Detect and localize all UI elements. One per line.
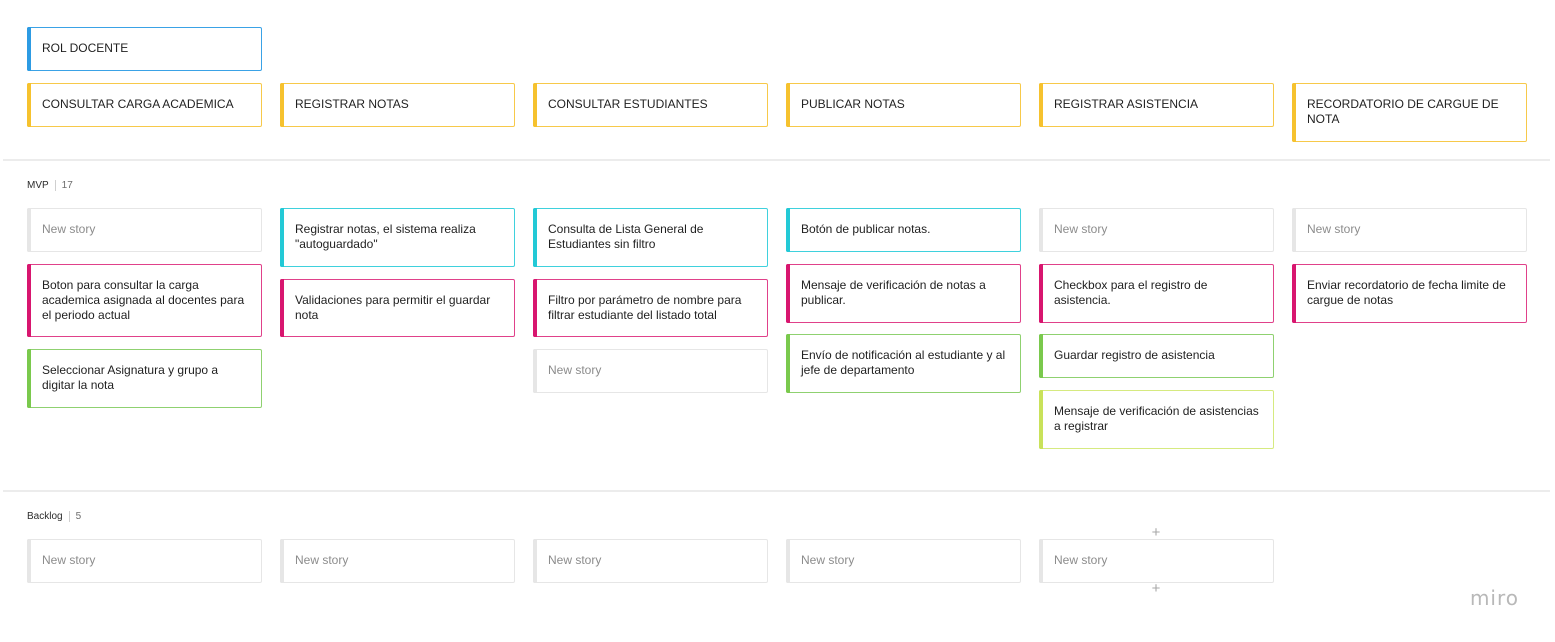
new-story-card[interactable]: New story — [533, 349, 768, 393]
lane-separator — [54, 180, 56, 191]
lane-divider-backlog — [3, 490, 1550, 492]
story-card[interactable]: Consulta de Lista General de Estudiantes… — [533, 208, 768, 267]
lane-count: 17 — [61, 180, 73, 191]
card-text: Envío de notificación al estudiante y al… — [801, 348, 1006, 377]
story-card[interactable]: Enviar recordatorio de fecha limite de c… — [1292, 264, 1527, 323]
new-story-card[interactable]: New story — [786, 539, 1021, 583]
story-card[interactable]: Checkbox para el registro de asistencia. — [1039, 264, 1274, 323]
new-story-card[interactable]: New story — [1039, 539, 1274, 583]
lane-separator — [68, 511, 70, 522]
activity-card-consultar-estudiantes[interactable]: CONSULTAR ESTUDIANTES — [533, 83, 768, 127]
story-card[interactable]: Validaciones para permitir el guardar no… — [280, 279, 515, 337]
card-text: Enviar recordatorio de fecha limite de c… — [1307, 278, 1506, 307]
new-story-card[interactable]: New story — [1292, 208, 1527, 252]
role-card-label: ROL DOCENTE — [42, 41, 129, 55]
activity-card-registrar-notas[interactable]: REGISTRAR NOTAS — [280, 83, 515, 127]
lane-name: Backlog — [27, 511, 63, 522]
lane-count: 5 — [75, 511, 82, 522]
card-text: Boton para consultar la carga academica … — [42, 278, 245, 322]
story-card[interactable]: Filtro por parámetro de nombre para filt… — [533, 279, 768, 337]
story-card[interactable]: Envío de notificación al estudiante y al… — [786, 334, 1021, 393]
story-card[interactable]: Botón de publicar notas. — [786, 208, 1021, 252]
new-story-card[interactable]: New story — [1039, 208, 1274, 252]
new-story-card[interactable]: New story — [280, 539, 515, 583]
add-card-below-icon[interactable]: + — [1151, 580, 1161, 597]
story-card[interactable]: Boton para consultar la carga academica … — [27, 264, 262, 337]
card-text: New story — [548, 363, 602, 377]
card-text: Guardar registro de asistencia — [1054, 348, 1215, 362]
activity-card-label: CONSULTAR CARGA ACADEMICA — [42, 97, 234, 111]
activity-card-publicar-notas[interactable]: PUBLICAR NOTAS — [786, 83, 1021, 127]
new-story-card[interactable]: New story — [27, 208, 262, 252]
card-text: New story — [548, 553, 602, 567]
card-text: Botón de publicar notas. — [801, 222, 931, 236]
activity-card-registrar-asistencia[interactable]: REGISTRAR ASISTENCIA — [1039, 83, 1274, 127]
card-text: New story — [1054, 553, 1108, 567]
story-card[interactable]: Mensaje de verificación de asistencias a… — [1039, 390, 1274, 449]
card-text: Mensaje de verificación de notas a publi… — [801, 278, 986, 307]
lane-divider-mvp — [3, 159, 1550, 161]
card-text: New story — [42, 222, 96, 236]
card-text: Validaciones para permitir el guardar no… — [295, 293, 491, 322]
card-text: Filtro por parámetro de nombre para filt… — [548, 293, 742, 322]
card-text: Seleccionar Asignatura y grupo a digitar… — [42, 363, 219, 392]
story-card[interactable]: Seleccionar Asignatura y grupo a digitar… — [27, 349, 262, 408]
new-story-card[interactable]: New story — [27, 539, 262, 583]
card-text: Consulta de Lista General de Estudiantes… — [548, 222, 704, 251]
lane-header-mvp: MVP 17 — [27, 180, 73, 191]
lane-name: MVP — [27, 180, 49, 191]
activity-card-label: RECORDATORIO DE CARGUE DE NOTA — [1307, 97, 1499, 126]
activity-card-label: REGISTRAR NOTAS — [295, 97, 409, 111]
new-story-card[interactable]: New story — [533, 539, 768, 583]
story-card[interactable]: Mensaje de verificación de notas a publi… — [786, 264, 1021, 323]
card-text: Checkbox para el registro de asistencia. — [1054, 278, 1208, 307]
card-text: Registrar notas, el sistema realiza "aut… — [295, 222, 476, 251]
miro-logo: miro — [1469, 586, 1519, 610]
role-card[interactable]: ROL DOCENTE — [27, 27, 262, 71]
activity-card-label: CONSULTAR ESTUDIANTES — [548, 97, 708, 111]
card-text: New story — [801, 553, 855, 567]
activity-card-label: REGISTRAR ASISTENCIA — [1054, 97, 1199, 111]
card-text: New story — [1307, 222, 1361, 236]
add-card-above-icon[interactable]: + — [1151, 524, 1161, 541]
lane-header-backlog: Backlog 5 — [27, 511, 81, 522]
story-card[interactable]: Guardar registro de asistencia — [1039, 334, 1274, 378]
activity-card-label: PUBLICAR NOTAS — [801, 97, 905, 111]
card-text: New story — [295, 553, 349, 567]
activity-card-recordatorio[interactable]: RECORDATORIO DE CARGUE DE NOTA — [1292, 83, 1527, 142]
card-text: Mensaje de verificación de asistencias a… — [1054, 404, 1259, 433]
card-text: New story — [1054, 222, 1108, 236]
card-text: New story — [42, 553, 96, 567]
story-card[interactable]: Registrar notas, el sistema realiza "aut… — [280, 208, 515, 267]
activity-card-consultar-carga[interactable]: CONSULTAR CARGA ACADEMICA — [27, 83, 262, 127]
